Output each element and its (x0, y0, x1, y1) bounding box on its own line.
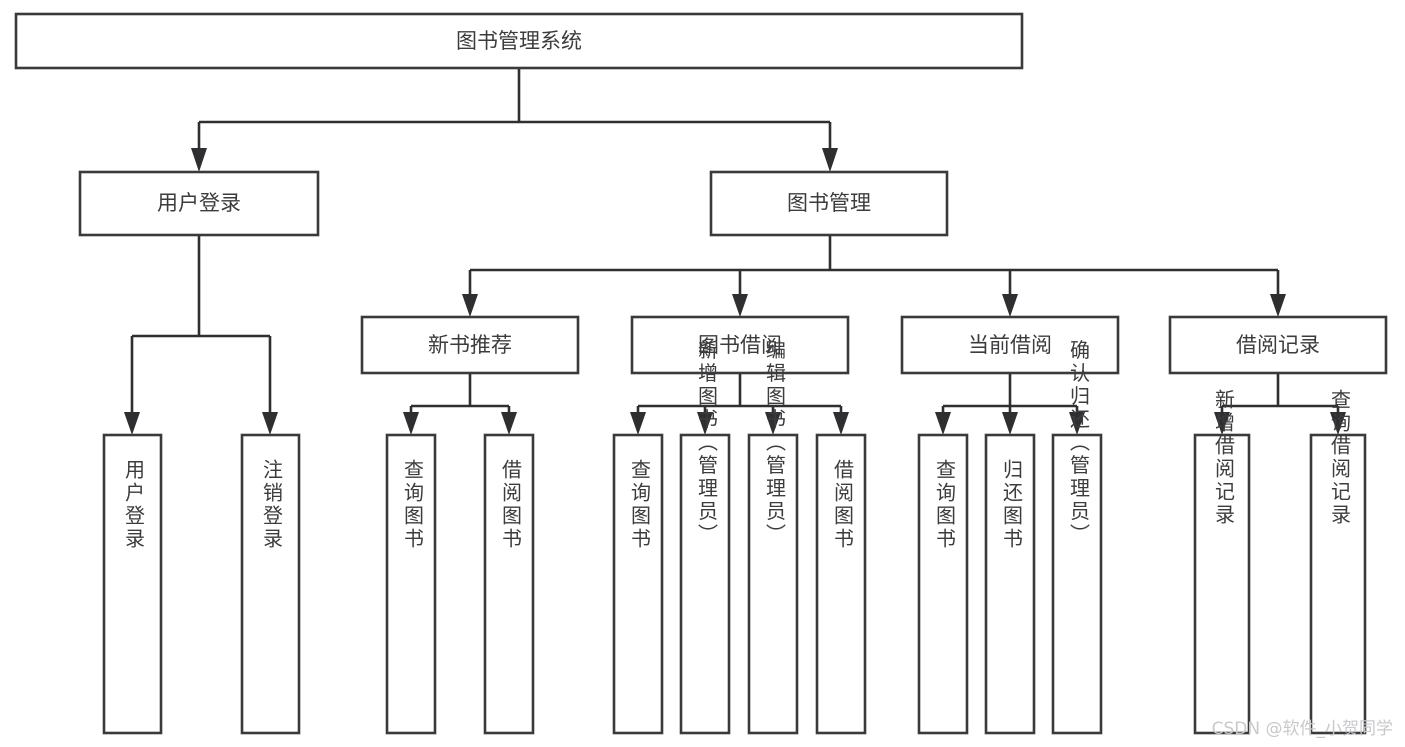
arrowhead-leaf-add-record (1214, 412, 1230, 435)
leaf-add-record-box[interactable] (1193, 433, 1251, 735)
leaf-add-record-label: 新增借阅记录 (1212, 389, 1236, 527)
arrowhead-leaf-query-book-1 (403, 412, 419, 435)
leaf-return-book-label: 归还图书 (1000, 459, 1024, 551)
leaf-query-book-3-box[interactable] (917, 433, 969, 735)
arrowhead-leaf-query-record (1330, 412, 1346, 435)
node-user-login-label: 用户登录 (157, 191, 241, 215)
node-book-manage[interactable]: 图书管理 (709, 170, 949, 237)
leaf-confirm-return-box[interactable] (1051, 433, 1103, 735)
arrowhead-borrowrecord (1270, 294, 1286, 317)
node-borrow-record-box[interactable] (1168, 315, 1388, 375)
arrowhead-leaf-user-login (124, 412, 140, 435)
arrowhead-leaf-borrow-book-1 (501, 412, 517, 435)
arrowhead-leaf-return-book (1002, 412, 1018, 435)
node-current-borrow-box[interactable] (900, 315, 1120, 375)
arrowhead-leaf-edit-book (765, 412, 781, 435)
node-borrow-record[interactable]: 借阅记录 (1168, 315, 1388, 375)
arrowhead-leaf-query-book-2 (630, 412, 646, 435)
leaf-return-book-box[interactable] (984, 433, 1036, 735)
leaf-confirm-return-label: 确认归还（管理员） (1067, 339, 1091, 546)
leaf-query-book-1-label: 查询图书 (401, 459, 425, 551)
leaf-add-book-label: 新增图书（管理员） (695, 339, 719, 546)
node-book-borrow-label: 图书借阅 (698, 333, 782, 357)
node-root[interactable]: 图书管理系统 (14, 12, 1024, 70)
node-new-book-rec-box[interactable] (360, 315, 580, 375)
node-new-book-rec[interactable]: 新书推荐 (360, 315, 580, 375)
arrowhead-bookborrow (732, 294, 748, 317)
arrowhead-leaf-logout (262, 412, 278, 435)
leaf-logout-label: 注销登录 (260, 459, 284, 551)
leaf-user-login-label: 用户登录 (122, 459, 146, 551)
leaf-query-book-1-box[interactable] (385, 433, 437, 735)
arrowhead-leaf-add-book (697, 412, 713, 435)
leaf-add-book-box[interactable] (679, 433, 731, 735)
leaf-borrow-book-1-box[interactable] (483, 433, 535, 735)
leaf-edit-book-label: 编辑图书（管理员） (763, 339, 787, 546)
leaf-borrow-book-1-label: 借阅图书 (499, 459, 523, 551)
leaf-logout-box[interactable] (240, 433, 301, 735)
arrowhead-user-login (191, 148, 207, 172)
leaf-query-book-2-box[interactable] (612, 433, 664, 735)
arrowhead-book-manage (822, 148, 838, 172)
leaf-layer (102, 433, 1367, 735)
node-user-login-box[interactable] (78, 170, 320, 237)
csdn-watermark: CSDN @软件_小贺同学 (1212, 719, 1393, 739)
leaf-borrow-book-2-box[interactable] (815, 433, 867, 735)
arrowhead-newbook (462, 294, 478, 317)
node-book-borrow-box[interactable] (630, 315, 850, 375)
node-new-book-rec-label: 新书推荐 (428, 333, 512, 357)
node-book-manage-box[interactable] (709, 170, 949, 237)
node-book-manage-label: 图书管理 (787, 191, 871, 215)
node-current-borrow[interactable]: 当前借阅 (900, 315, 1120, 375)
arrowhead-leaf-query-book-3 (935, 412, 951, 435)
leaf-borrow-book-2-label: 借阅图书 (831, 459, 855, 551)
node-current-borrow-label: 当前借阅 (968, 333, 1052, 357)
leaf-edit-book-box[interactable] (747, 433, 799, 735)
connector-layer (124, 68, 1346, 435)
leaf-query-book-2-label: 查询图书 (628, 459, 652, 551)
arrowhead-leaf-borrow-book-2 (833, 412, 849, 435)
arrowhead-leaf-confirm-return (1069, 412, 1085, 435)
leaf-query-record-box[interactable] (1309, 433, 1367, 735)
leaf-label-layer: 用户登录 注销登录 查询图书 借阅图书 查询图书 新增图书（管理员） 编辑图书（… (122, 339, 1352, 551)
leaf-user-login-box[interactable] (102, 433, 163, 735)
leaf-query-book-3-label: 查询图书 (933, 459, 957, 551)
node-user-login[interactable]: 用户登录 (78, 170, 320, 237)
node-root-box[interactable] (14, 12, 1024, 70)
leaf-query-record-label: 查询借阅记录 (1328, 389, 1352, 527)
node-borrow-record-label: 借阅记录 (1236, 333, 1320, 357)
node-root-label: 图书管理系统 (456, 29, 582, 53)
arrowhead-currentborrow (1002, 294, 1018, 317)
node-book-borrow[interactable]: 图书借阅 (630, 315, 850, 375)
